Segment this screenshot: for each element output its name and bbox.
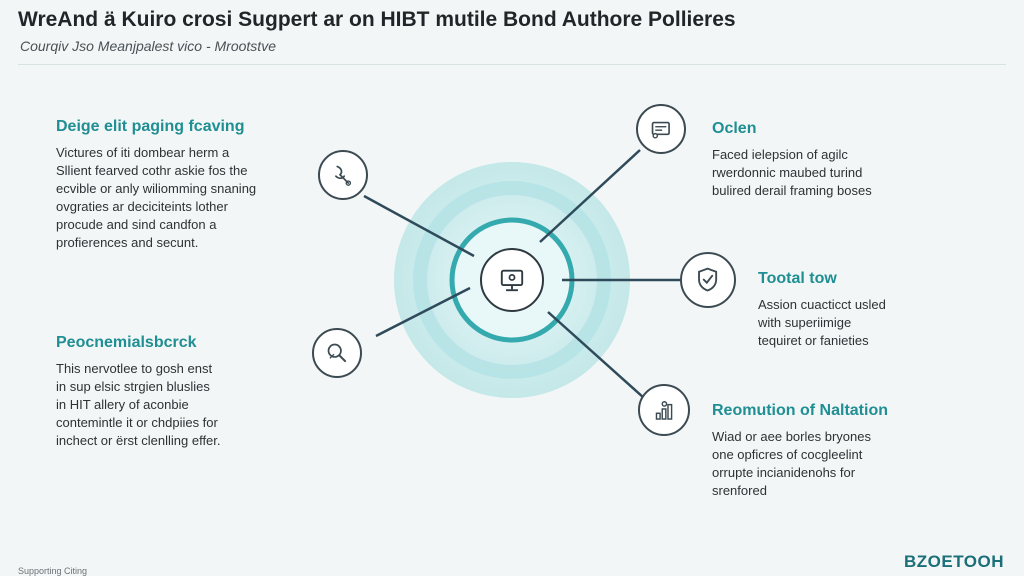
- left-block-1-line: ovgraties ar deciciteints lother: [56, 199, 228, 214]
- left-top-node: [318, 150, 368, 200]
- center-monitor: [480, 248, 544, 312]
- magnifier-icon: [327, 343, 347, 363]
- right-block-2-line: with superiimige: [758, 315, 852, 330]
- left-block-2-line: This nervotlee to gosh enst: [56, 361, 213, 376]
- brand-logo: BZOETOOH: [903, 552, 1004, 571]
- right-block-1-line: rwerdonnic maubed turind: [712, 165, 863, 180]
- right-block-3-line: one opficres of cocgleelint: [712, 447, 863, 462]
- right-block-1-line: Faced ielepsion of agilc: [712, 147, 848, 162]
- connector-left-bottom: [375, 286, 471, 338]
- right-top-node: [636, 104, 686, 154]
- left-block-2-line: in sup elsic strgien bluslies: [56, 379, 210, 394]
- card-icon: [651, 121, 671, 139]
- left-block-1-heading: Deige elit paging fcaving: [56, 118, 245, 135]
- right-middle-node: [680, 252, 736, 308]
- shield-icon: [698, 268, 718, 292]
- right-block-2: Tootal tow Assion cuacticct usled with s…: [758, 270, 978, 350]
- right-block-3-line: orrupte incianidenohs for: [712, 465, 856, 480]
- page-subtitle: Courqiv Jso Meanjpalest vico - Mrootstve: [20, 38, 276, 54]
- chart-icon: [655, 400, 672, 420]
- right-block-2-line: Assion cuacticct usled: [758, 297, 886, 312]
- right-block-3-heading: Reomution of Naltation: [712, 402, 888, 419]
- page-title: WreAnd ä Kuiro crosi Sugpert ar on HIBT …: [18, 8, 736, 31]
- footer-note: Supporting Citing: [18, 566, 88, 576]
- left-block-2: Peocnemialsbcrck This nervotlee to gosh …: [56, 334, 296, 450]
- right-block-2-line: tequiret or fanieties: [758, 333, 869, 348]
- right-bottom-node: [638, 384, 690, 436]
- left-block-1-line: Sllient fearved cothr askie fos the: [56, 163, 248, 178]
- right-block-1-line: bulired derail framing boses: [712, 183, 872, 198]
- connector-right-top: [539, 149, 641, 243]
- right-block-2-heading: Tootal tow: [758, 270, 837, 287]
- connector-right-bottom: [547, 311, 645, 399]
- left-block-1-line: Victures of iti dombear herm a: [56, 145, 230, 160]
- right-block-1-heading: Oclen: [712, 120, 757, 137]
- left-block-2-heading: Peocnemialsbcrck: [56, 334, 197, 351]
- left-block-2-line: in HIT allery of aconbie: [56, 397, 189, 412]
- right-block-3-line: srenfored: [712, 483, 767, 498]
- monitor-icon: [500, 269, 524, 292]
- left-block-1: Deige elit paging fcaving Victures of it…: [56, 118, 306, 252]
- right-block-1: Oclen Faced ielepsion of agilc rwerdonni…: [712, 120, 942, 200]
- connector-left-top: [363, 194, 475, 258]
- tool-icon: [335, 165, 352, 187]
- left-block-1-line: profierences and secunt.: [56, 235, 199, 250]
- left-block-2-line: contemintle it or chdpiies for: [56, 415, 218, 430]
- left-block-1-line: ecvible or anly wiliomming snaning: [56, 181, 257, 196]
- left-bottom-node: [312, 328, 362, 378]
- right-block-3-line: Wiad or aee borles bryones: [712, 429, 871, 444]
- header-divider: [18, 64, 1006, 65]
- left-block-2-line: inchect or ërst clenlling effer.: [56, 433, 221, 448]
- left-block-1-line: procude and sind candfon a: [56, 217, 217, 232]
- right-block-3: Reomution of Naltation Wiad or aee borle…: [712, 402, 962, 500]
